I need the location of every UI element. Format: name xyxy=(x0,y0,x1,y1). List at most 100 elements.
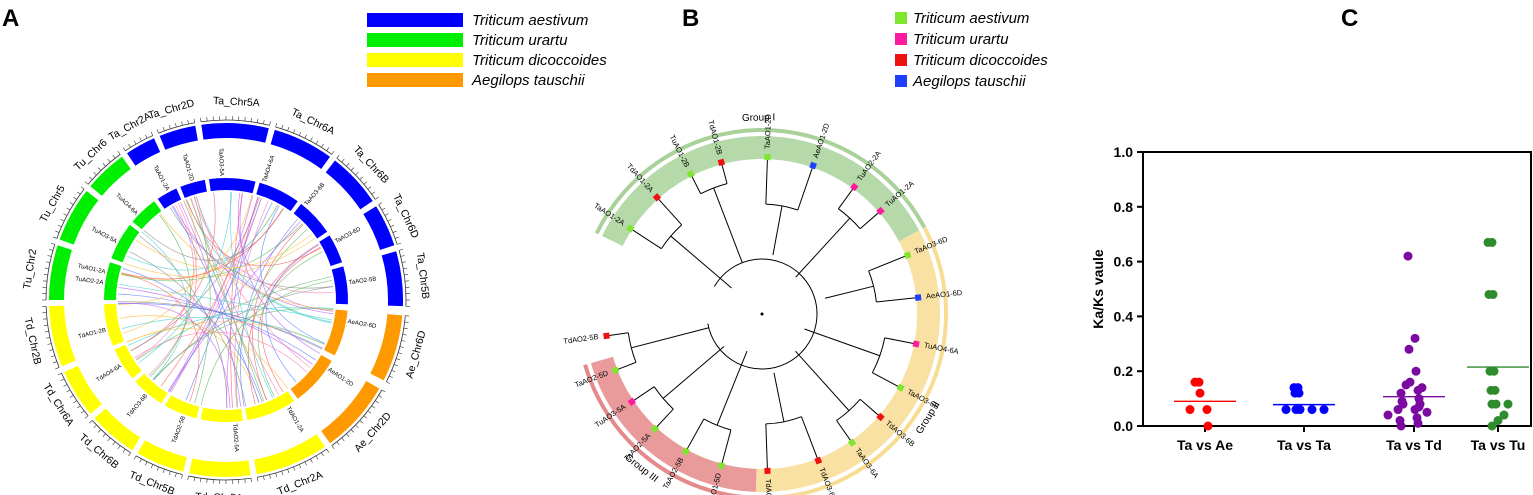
data-point xyxy=(1422,407,1432,417)
chromosome-tick xyxy=(367,186,372,190)
data-point xyxy=(1202,405,1212,415)
data-point xyxy=(1281,405,1291,415)
data-point xyxy=(1203,421,1213,431)
legend-swatch xyxy=(367,33,463,47)
x-tick-label: Ta vs Tu xyxy=(1471,437,1526,453)
panel-c-letter: C xyxy=(1341,5,1358,32)
data-point xyxy=(1410,405,1420,415)
inner-chromosome-block xyxy=(104,303,125,346)
chromosome-tick xyxy=(128,143,131,148)
chromosome-tick xyxy=(73,196,77,200)
tree-branch xyxy=(772,205,783,256)
chromosome-tick xyxy=(107,437,111,442)
chromosome-block xyxy=(254,434,325,475)
synteny-link xyxy=(195,196,311,369)
chromosome-tick xyxy=(287,469,290,474)
chromosome-tick xyxy=(393,364,398,367)
chromosome-tick xyxy=(187,119,189,124)
gene-label: TdAO4-6A xyxy=(96,364,123,384)
chromosome-tick xyxy=(378,202,383,205)
leaf-marker xyxy=(717,158,726,167)
chromosome-tick xyxy=(200,117,202,122)
synteny-link xyxy=(190,197,279,395)
data-point xyxy=(1499,410,1509,420)
chromosome-tick xyxy=(371,191,376,195)
synteny-link xyxy=(185,197,262,401)
chromosome-tick xyxy=(55,230,60,233)
legend-label: Triticum urartu xyxy=(913,31,1009,48)
chromosome-block xyxy=(189,458,251,477)
chromosome-tick xyxy=(397,242,402,245)
chromosome-tick xyxy=(389,375,393,379)
chromosome-tick xyxy=(76,405,81,409)
tree-branch xyxy=(691,175,702,194)
synteny-link xyxy=(134,331,307,373)
data-point xyxy=(1403,251,1413,261)
chromosome-tick xyxy=(66,207,71,211)
legend-label: Aegilops tauschii xyxy=(471,72,585,89)
gene-label: TdAO2-5B xyxy=(172,416,187,445)
chromosome-tick xyxy=(45,337,50,339)
tree-branch xyxy=(686,418,705,450)
chromosome-tick xyxy=(387,219,392,222)
synteny-link xyxy=(141,231,188,380)
chromosome-tick xyxy=(174,472,177,477)
chromosome-tick xyxy=(287,126,290,131)
chromosome-tick xyxy=(367,410,372,414)
chromosome-tick xyxy=(359,176,363,180)
synteny-link xyxy=(239,193,321,354)
chromosome-axis xyxy=(200,119,270,126)
tree-branch xyxy=(773,372,785,422)
chromosome-tick xyxy=(187,476,189,481)
synteny-link xyxy=(153,286,334,381)
synteny-link xyxy=(118,302,231,408)
data-point xyxy=(1396,388,1406,398)
chromosome-tick xyxy=(341,437,345,442)
inner-chromosome-block xyxy=(209,178,256,194)
tree-branch xyxy=(884,337,915,345)
tree-branch xyxy=(872,372,900,388)
inner-chromosome-block xyxy=(290,355,332,399)
group-outer-arc xyxy=(780,226,948,495)
chromosome-axis xyxy=(61,373,89,416)
chromosome-tick xyxy=(350,167,355,171)
chromosome-block xyxy=(94,408,141,451)
data-point xyxy=(1411,366,1421,376)
inner-chromosome-block xyxy=(114,344,142,379)
leaf-marker xyxy=(681,447,690,456)
chromosome-tick xyxy=(162,126,165,131)
synteny-link xyxy=(129,251,247,407)
chromosome-label: Ta_Chr6D xyxy=(390,192,421,240)
tree-branch xyxy=(876,297,917,303)
synteny-link xyxy=(160,213,334,311)
chromosome-tick xyxy=(371,405,376,409)
chromosome-tick xyxy=(69,202,74,205)
data-point xyxy=(1493,416,1503,426)
synteny-link xyxy=(124,238,315,278)
chromosome-axis xyxy=(135,455,183,476)
chromosome-tick xyxy=(298,131,302,136)
chromosome-tick xyxy=(97,429,102,433)
chromosome-label: Ta_Chr5B xyxy=(414,252,432,300)
chromosome-tick xyxy=(378,395,383,398)
chromosome-tick xyxy=(43,324,48,326)
chromosome-label: Ta_Chr5A xyxy=(213,95,260,109)
chromosome-tick xyxy=(315,140,319,145)
chromosome-label: Ta_Chr6B xyxy=(351,144,392,186)
chromosome-axis xyxy=(331,389,383,446)
chromosome-label: Ta_Chr2D xyxy=(147,97,196,122)
chromosome-tick xyxy=(293,129,296,134)
chromosome-block xyxy=(137,440,187,472)
chromosome-label: Ae_Chr6D xyxy=(404,329,429,380)
y-tick-label: 1.0 xyxy=(1114,144,1134,160)
synteny-link xyxy=(130,192,216,352)
gene-label: TuAO4-6A xyxy=(114,193,138,217)
chromosome-tick xyxy=(403,267,408,270)
tree-branch xyxy=(631,327,709,349)
chromosome-axis xyxy=(56,188,85,239)
tree-branch xyxy=(836,420,852,442)
tree-branch xyxy=(836,398,861,421)
data-point xyxy=(1503,399,1513,409)
legend-label: Triticum urartu xyxy=(472,32,568,49)
chromosome-tick xyxy=(117,150,121,155)
